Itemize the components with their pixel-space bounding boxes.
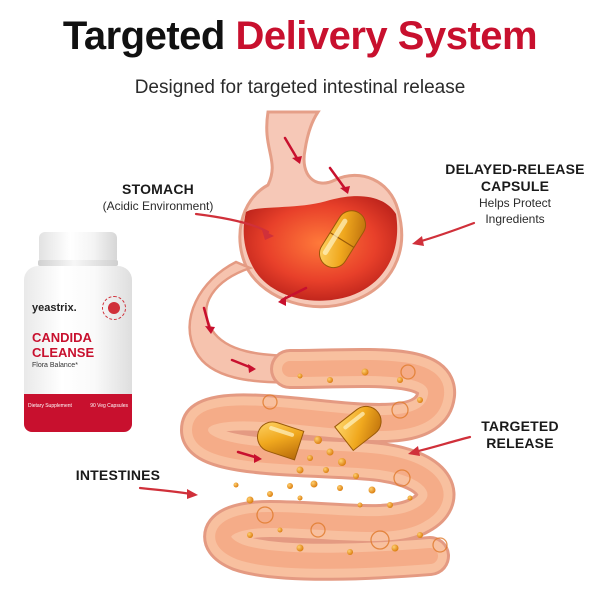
label-stomach-sub: (Acidic Environment) [102, 199, 214, 213]
product-bottle: yeastrix. CANDIDA CLEANSE Flora Balance*… [24, 232, 132, 432]
label-capsule: DELAYED-RELEASE CAPSULE Helps Protect In… [440, 161, 590, 227]
label-capsule-sub-2: Ingredients [485, 212, 545, 226]
callout-arrow-intestines [138, 486, 194, 496]
probiotic-cells [256, 364, 448, 553]
callout-arrowhead-capsule [412, 236, 424, 246]
callout-arrowhead-intestines [187, 489, 198, 499]
released-particles [233, 368, 423, 555]
flow-arrowhead-5 [248, 364, 256, 373]
callout-arrowhead-targeted [408, 446, 420, 456]
label-targeted-head-2: RELEASE [486, 435, 554, 451]
flow-arrowhead-3 [278, 296, 286, 306]
product-count: 90 Veg Capsules [90, 403, 128, 409]
label-targeted-head-1: TARGETED [481, 418, 559, 434]
product-name-line-2: CLEANSE [32, 345, 95, 360]
label-stomach: STOMACH (Acidic Environment) [88, 181, 228, 214]
label-intestines-head: INTESTINES [75, 467, 161, 483]
capsule-body [319, 210, 367, 269]
flow-arrowhead-1 [292, 156, 302, 164]
digestive-tract [180, 110, 456, 581]
flow-arrowhead-6 [254, 454, 262, 463]
page-subtitle: Designed for targeted intestinal release [134, 77, 466, 98]
flow-arrowhead-4 [205, 326, 215, 334]
product-name: CANDIDA CLEANSE [32, 330, 94, 360]
flow-arrowhead-2 [340, 186, 350, 194]
label-capsule-head-1: DELAYED-RELEASE [445, 161, 585, 177]
product-name-line-1: CANDIDA [32, 330, 92, 345]
flow-arrow-esophagus-2 [328, 166, 348, 192]
label-capsule-sub-1: Helps Protect [478, 196, 552, 210]
bottle-cap-ring [38, 260, 118, 266]
intestine-core [192, 359, 444, 569]
bottle-label: yeastrix. CANDIDA CLEANSE Flora Balance*… [24, 266, 132, 432]
label-capsule-head-2: CAPSULE [480, 178, 550, 194]
capsule-half-left [256, 421, 305, 461]
callout-arrow-stomach [194, 212, 270, 234]
product-brand: yeastrix. [32, 302, 77, 314]
label-targeted: TARGETED RELEASE [470, 418, 570, 452]
capsule-half-right [334, 405, 382, 452]
flow-arrow-tube [202, 306, 212, 332]
product-tagline: Flora Balance* [32, 362, 78, 369]
bottle-cap [39, 232, 117, 262]
seal-icon [102, 296, 126, 320]
flow-arrow-esophagus [283, 136, 300, 162]
callout-arrow-targeted [412, 435, 472, 454]
label-stomach-head: STOMACH [122, 181, 194, 197]
callout-arrowhead-stomach [262, 230, 274, 240]
callout-arrowheads [187, 230, 424, 499]
capsule-stomach [319, 210, 367, 269]
title-part-2: Delivery System [235, 14, 538, 58]
capsule-shine [322, 218, 348, 256]
bottle-band-text: Dietary Supplement 90 Veg Capsules [28, 403, 128, 409]
flow-arrowheads [205, 156, 350, 463]
bottle-red-band [24, 394, 132, 432]
title-part-1: Targeted [62, 14, 225, 58]
product-type: Dietary Supplement [28, 403, 72, 409]
label-intestines: INTESTINES [58, 467, 178, 484]
page-title: Targeted Delivery System [0, 12, 600, 60]
